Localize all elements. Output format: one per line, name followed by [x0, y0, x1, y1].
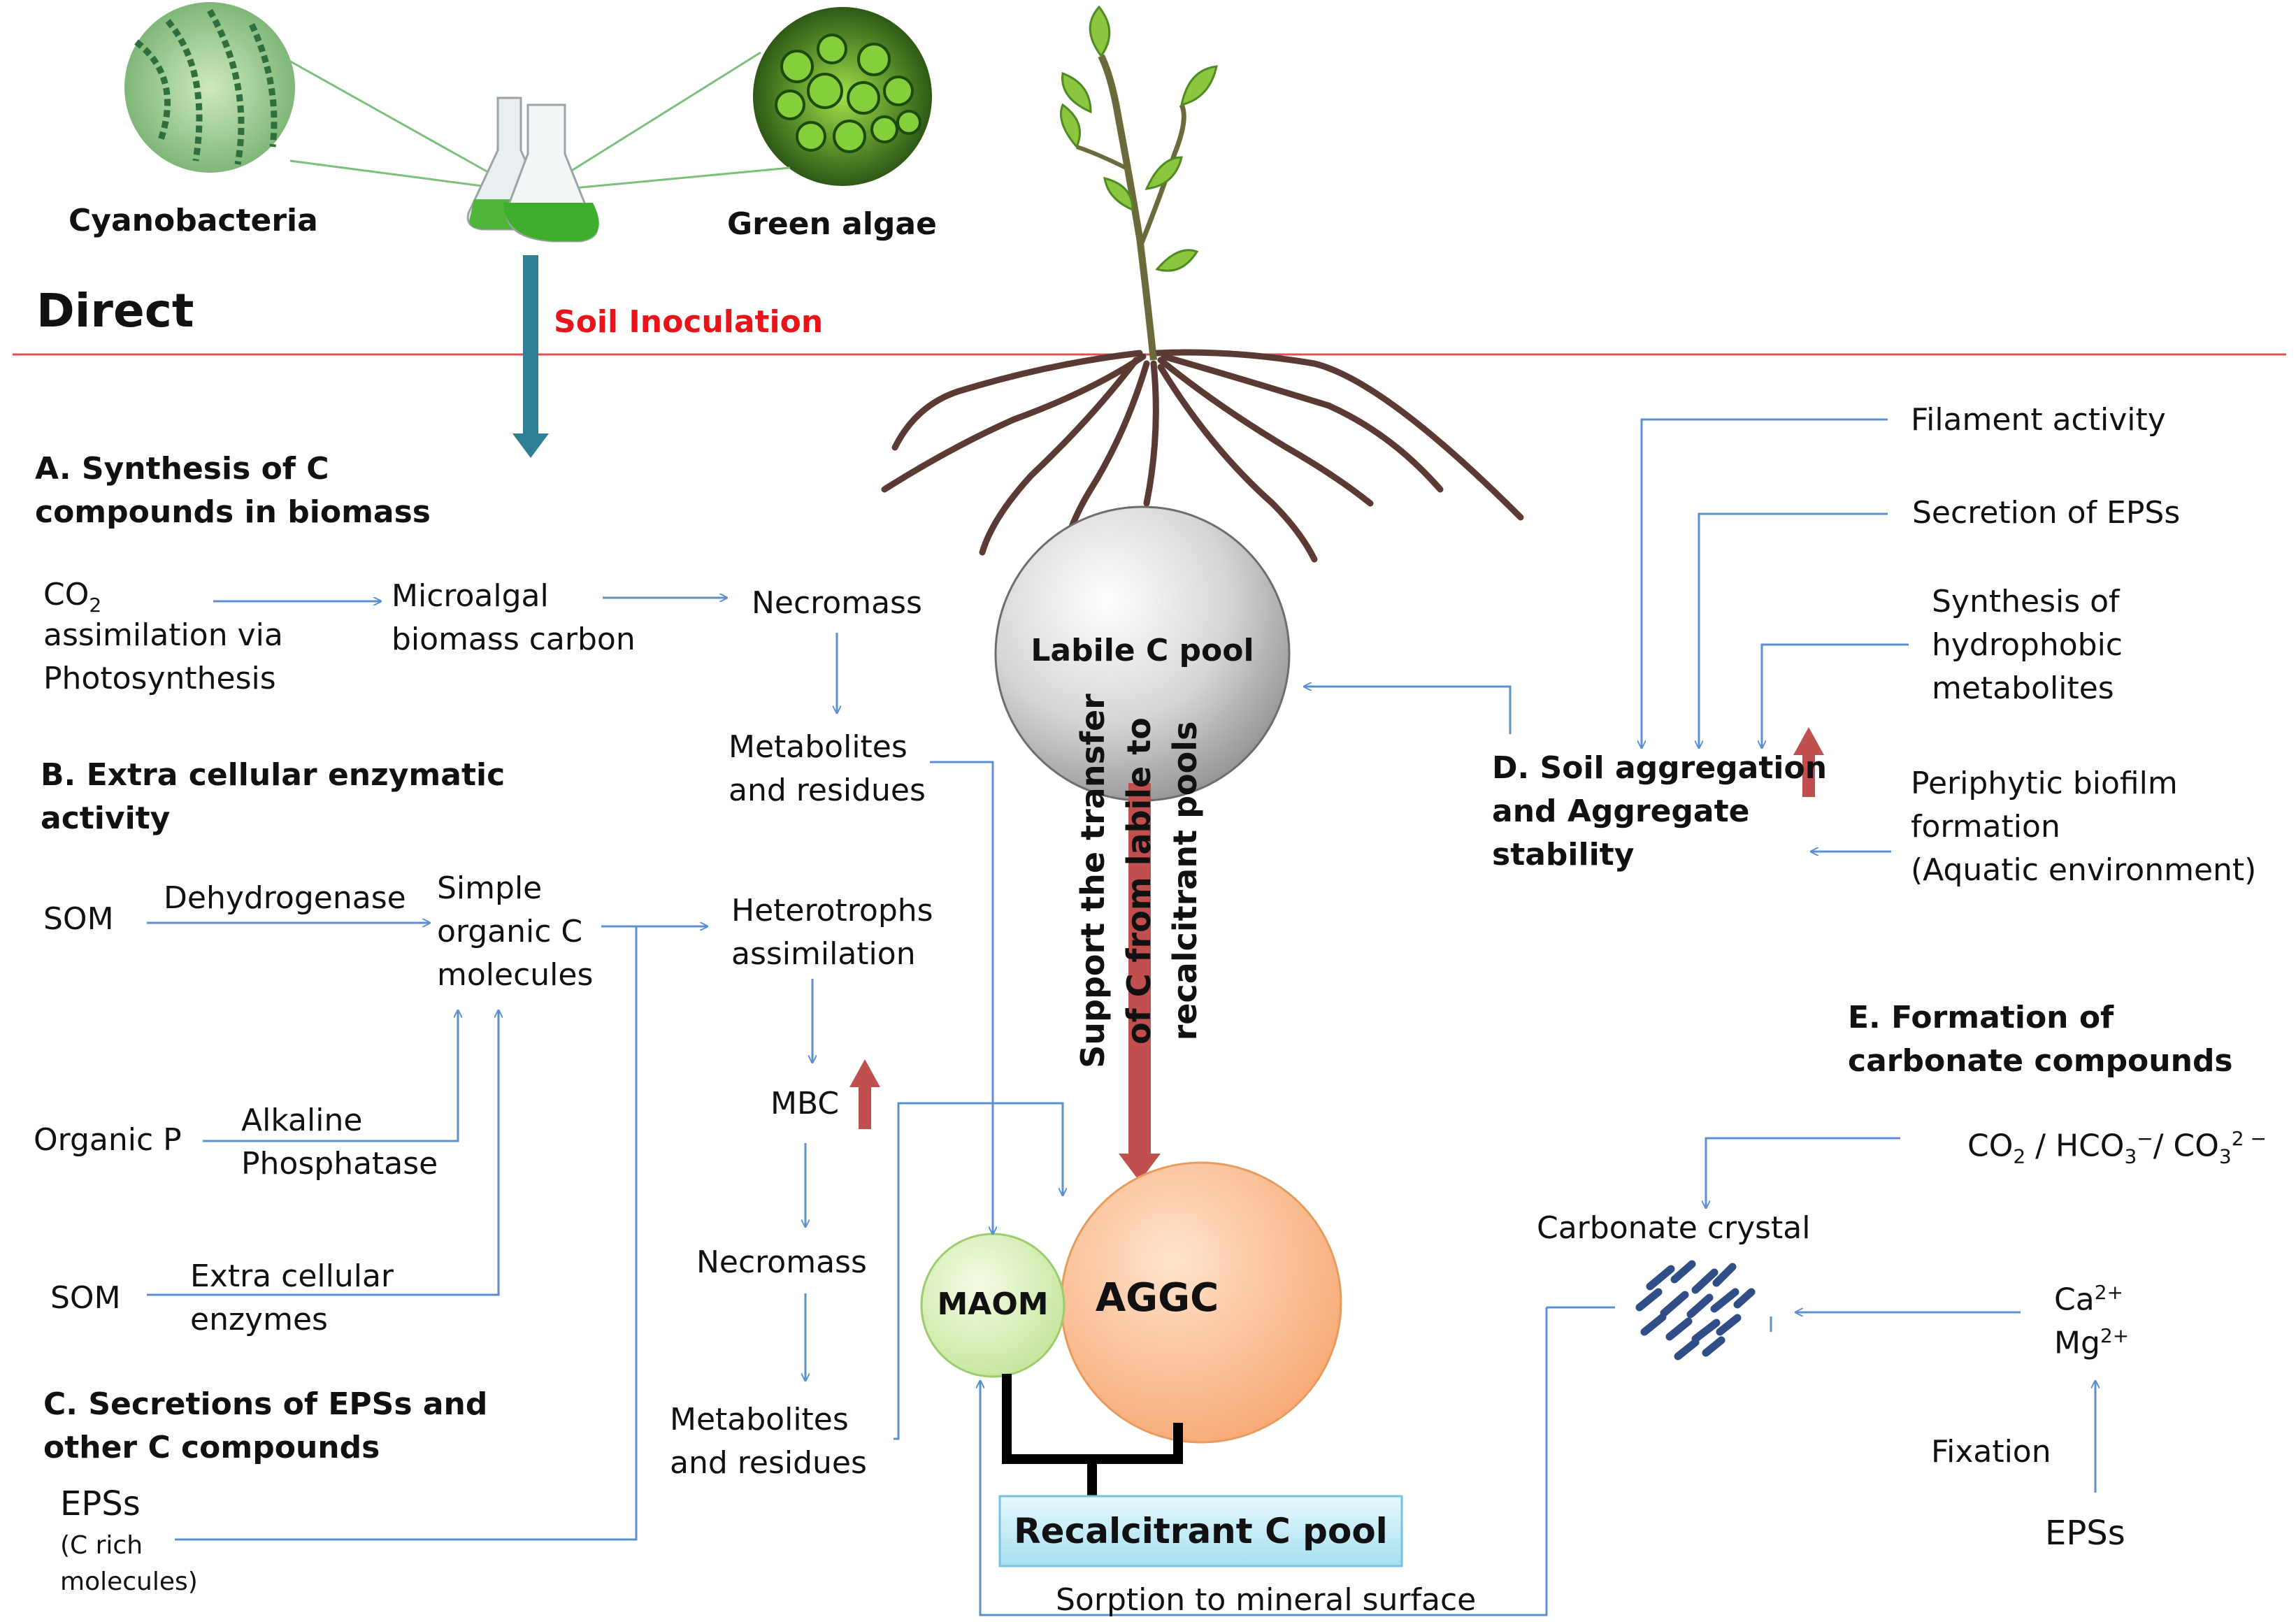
- arrow-hydrophobic-to-aggregation: [1762, 643, 1909, 748]
- c-rich-molecules-label: (C rich molecules): [60, 1531, 198, 1596]
- necromass-label-2: Necromass: [696, 1244, 867, 1280]
- dehydrogenase-label: Dehydrogenase: [164, 880, 406, 916]
- metabolites-label-2: Metabolites and residues: [670, 1402, 867, 1481]
- maom-label: MAOM: [937, 1286, 1049, 1322]
- transfer-red-arrow: [1119, 783, 1161, 1182]
- arrow-epss-to-simple-c: [175, 926, 638, 1541]
- alkaline-phosphatase-label: Alkaline Phosphatase: [241, 1103, 438, 1182]
- green-algae-label: Green algae: [727, 206, 937, 242]
- plant-illustration: [881, 5, 1524, 563]
- mbc-label: MBC: [770, 1086, 840, 1121]
- section-b-title: B. Extra cellular enzymatic activity: [41, 757, 505, 836]
- carbonate-species-label: CO2 / HCO3−/ CO32 −: [1967, 1127, 2267, 1168]
- arrow-filament-to-aggregation: [1642, 418, 1888, 748]
- carbonate-crystal-icon: [1635, 1260, 1756, 1361]
- arrow-metabolites-to-maom: [930, 761, 993, 1234]
- section-c-title: C. Secretions of EPSs and other C compou…: [43, 1386, 488, 1465]
- flow-arrows: [147, 418, 2095, 1616]
- arrow-eps-to-aggregation: [1699, 512, 1888, 748]
- aggc-label: AGGC: [1095, 1275, 1219, 1321]
- section-e-title: E. Formation of carbonate compounds: [1848, 1000, 2233, 1079]
- hydrophobic-metabolites-label: Synthesis of hydrophobic metabolites: [1932, 584, 2123, 706]
- epss-label-e: EPSs: [2045, 1514, 2125, 1553]
- aggregation-increase-arrow: [1793, 727, 1824, 797]
- cyanobacteria-label: Cyanobacteria: [69, 203, 318, 238]
- green-algae-image: [753, 7, 932, 186]
- labile-c-pool-label: Labile C pool: [1031, 633, 1254, 668]
- transfer-label: Support the transfer of C from labile to…: [1074, 694, 1204, 1068]
- recalcitrant-c-pool-label: Recalcitrant C pool: [1014, 1511, 1388, 1551]
- mbc-increase-arrow: [849, 1059, 880, 1129]
- extra-cellular-enzymes-label: Extra cellular enzymes: [190, 1258, 394, 1337]
- arrow-som-enzymes-to-simple-c: [147, 1010, 498, 1296]
- carbonate-crystal-label: Carbonate crystal: [1537, 1210, 1811, 1246]
- soil-inoculation-label: Soil Inoculation: [554, 304, 824, 340]
- fixation-label: Fixation: [1931, 1434, 2051, 1470]
- necromass-label: Necromass: [752, 585, 922, 621]
- soil-inoculation-arrow: [512, 255, 549, 458]
- arrow-co2-to-crystal: [1706, 1137, 1900, 1208]
- cyanobacteria-image: [124, 2, 295, 173]
- som-label-1: SOM: [43, 901, 114, 937]
- direct-label: Direct: [36, 284, 194, 338]
- arrow-organic-p-to-simple-c: [203, 1010, 458, 1142]
- metabolites-label: Metabolites and residues: [729, 729, 926, 808]
- som-label-2: SOM: [50, 1280, 121, 1316]
- heterotrophs-label: Heterotrophs assimilation: [731, 893, 933, 972]
- arrow-sorption-to-maom: [980, 1307, 1548, 1616]
- recalcitrant-c-pool-box: [998, 1495, 1403, 1567]
- arrow-aggregation-to-labile: [1304, 687, 1512, 734]
- secretion-epss-label: Secretion of EPSs: [1912, 495, 2181, 531]
- arrow-metabolites-to-aggc: [894, 1102, 1063, 1440]
- co2-assimilation-label: assimilation via Photosynthesis: [43, 617, 283, 696]
- organic-p-label: Organic P: [34, 1122, 182, 1158]
- microalgal-biomass-label: Microalgal biomass carbon: [392, 578, 636, 657]
- co2-label: CO2: [43, 577, 102, 617]
- culture-flask-icon: [282, 51, 791, 243]
- bracket-connector: [1002, 1374, 1183, 1496]
- magnesium-ion-label: Mg2+: [2054, 1324, 2130, 1361]
- periphytic-biofilm-label: Periphytic biofilm formation (Aquatic en…: [1911, 766, 2257, 888]
- section-d-title: D. Soil aggregation and Aggregate stabil…: [1492, 750, 1828, 873]
- calcium-ion-label: Ca2+: [2054, 1281, 2123, 1318]
- epss-label-c: EPSs: [60, 1484, 141, 1523]
- sorption-label: Sorption to mineral surface: [1056, 1582, 1477, 1618]
- section-a-title: A. Synthesis of C compounds in biomass: [35, 451, 431, 530]
- filament-activity-label: Filament activity: [1911, 402, 2166, 438]
- simple-organic-c-label: Simple organic C molecules: [437, 870, 594, 993]
